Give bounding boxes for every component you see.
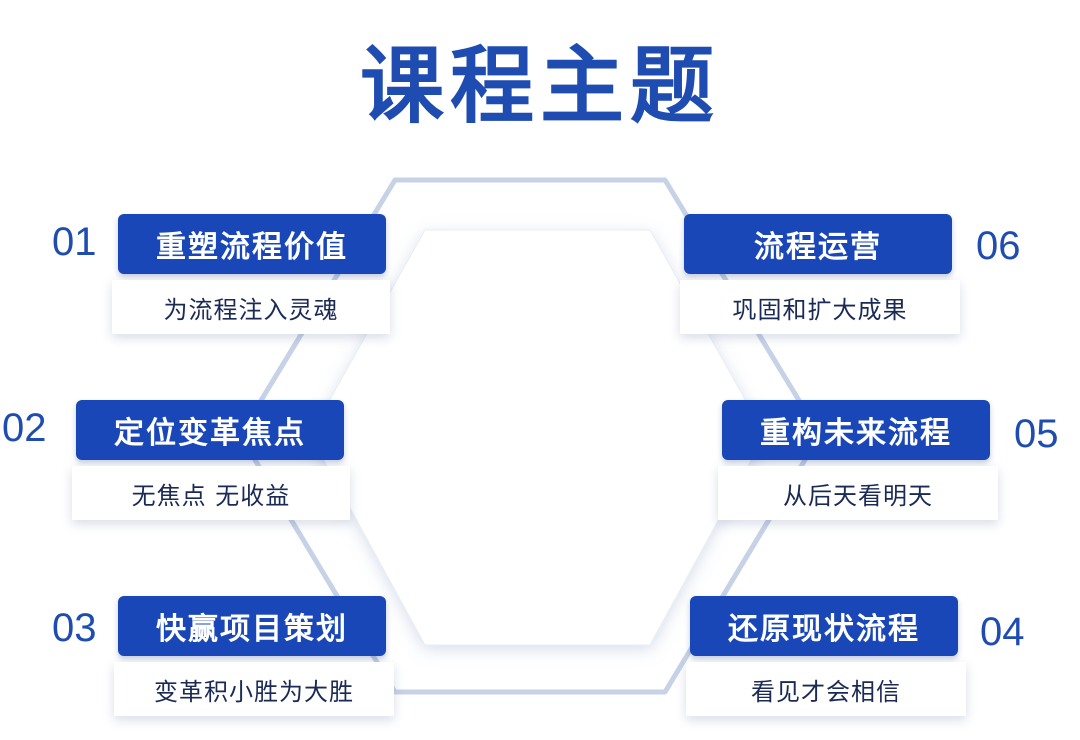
item-02-sub: 无焦点 无收益 bbox=[72, 466, 350, 520]
item-01-number: 01 bbox=[52, 220, 97, 264]
item-03-sub: 变革积小胜为大胜 bbox=[114, 662, 394, 716]
item-01-sub: 为流程注入灵魂 bbox=[112, 280, 390, 334]
page-title: 课程主题 bbox=[359, 37, 720, 135]
item-06-sub: 巩固和扩大成果 bbox=[680, 280, 960, 334]
item-03-label: 快赢项目策划 bbox=[118, 596, 386, 656]
item-02-number: 02 bbox=[2, 406, 47, 450]
item-01-label: 重塑流程价值 bbox=[118, 214, 386, 274]
item-04-sub: 看见才会相信 bbox=[686, 662, 966, 716]
item-05-label: 重构未来流程 bbox=[722, 400, 990, 460]
item-05-number: 05 bbox=[1014, 412, 1059, 456]
item-02-label: 定位变革焦点 bbox=[76, 400, 344, 460]
item-04-number: 04 bbox=[980, 610, 1025, 654]
item-05-sub: 从后天看明天 bbox=[718, 466, 998, 520]
item-06-label: 流程运营 bbox=[684, 214, 952, 274]
item-03-number: 03 bbox=[52, 606, 97, 650]
item-06-number: 06 bbox=[976, 224, 1021, 268]
item-04-label: 还原现状流程 bbox=[690, 596, 958, 656]
